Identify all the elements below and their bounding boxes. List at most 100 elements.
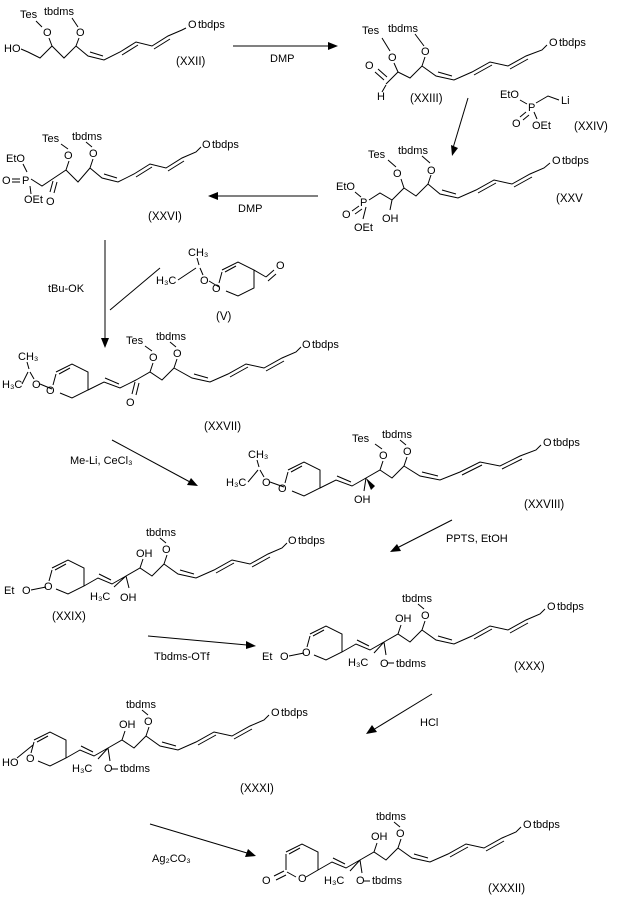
arrow-shaft [147,635,248,646]
label-tbdms: tbdms [146,527,176,539]
label-o-p: O [512,118,521,130]
label-p: P [360,197,367,209]
label-tbdms: tbdms [402,593,432,605]
label-tbdms: tbdms [126,699,156,711]
compound-caption: (XXII) [176,56,206,68]
label-o-ring: O [46,385,55,397]
double-bonds [58,360,285,396]
label-o-tes: O [379,450,388,462]
arrowhead [245,849,256,857]
label-tbdms: tbdms [382,429,412,441]
bonds [30,537,288,595]
label-o-et: O [280,651,289,663]
arrow-step6: Tbdms-OTf [147,635,256,663]
label-tbdps: tbdps [312,339,339,351]
label-tbdps: tbdps [553,437,580,449]
label-p: P [22,175,29,187]
label-o-quaternary: O [380,658,389,670]
label-tes: Tes [42,133,60,145]
label-oh-sec: OH [136,548,153,560]
label-oh: OH [395,613,412,625]
label-li: Li [561,95,570,107]
reagent-label: tBu-OK [48,283,85,295]
label-h3c: H₃C [348,657,368,669]
label-eto: EtO [6,153,25,165]
reagent-label: Ag₂CO₃ [152,853,191,865]
label-h3c: H₃C [90,591,110,603]
arrow-shaft [149,823,248,854]
compound-xxix: Et O O H₃C OH OH tbdms O O tbdps (XXIX) [4,527,325,623]
label-o-aldehyde: O [365,60,374,72]
label-tes: Tes [362,25,380,37]
bonds [519,95,560,120]
label-o-p: O [2,175,11,187]
arrow-step5: PPTS, EtOH [390,519,508,552]
label-o-ketone: O [126,397,135,409]
label-o: O [202,139,211,151]
label-oh: OH [119,719,136,731]
arrow-shaft [396,519,453,549]
arrowhead [390,544,401,552]
compound-caption: (XXIX) [52,611,86,623]
label-tbdps: tbdps [198,19,225,31]
label-ch3: CH₃ [188,247,208,259]
label-o-tbdms: O [427,165,436,177]
bonds [177,257,275,297]
label-o-ring: O [302,647,311,659]
label-o-tes: O [43,27,52,39]
label-tbdps: tbdps [562,155,589,167]
label-h: H [377,91,385,103]
bonds [22,141,202,195]
compound-caption: (XXIII) [410,93,443,105]
label-o-tbdms: O [76,27,85,39]
double-bonds [89,38,171,57]
label-h3c: H₃C [156,275,176,287]
bonds [247,439,542,497]
reagent-label: PPTS, EtOH [446,533,508,545]
label-tbdms: tbdms [376,811,406,823]
bonds [354,155,551,220]
label-o-tes: O [388,52,397,64]
arrow-step2: DMP [208,192,318,215]
label-o: O [552,155,561,167]
label-tes: Tes [368,149,386,161]
label-o-tbdms: O [421,46,430,58]
label-o: O [549,37,558,49]
arrowhead [246,641,256,649]
label-et: Et [4,585,14,597]
label-oh-tert: OH [120,592,137,604]
compound-xxvii: CH₃ H₃C O O O Tes O tbdms O O tbdps (XXV… [2,331,339,433]
label-tes: Tes [126,335,144,347]
label-o-et: O [22,585,31,597]
reagent-label: Tbdms-OTf [154,651,211,663]
label-o-tes: O [149,352,158,364]
compound-xxvi: EtO P O OEt O Tes O tbdms O O tbdps (XXV… [2,131,239,223]
label-o-quaternary: O [104,763,113,775]
label-o-ring: O [26,753,35,765]
double-bonds [36,728,253,753]
compound-caption: (XXV [556,193,583,205]
label-ch3: CH₃ [18,351,38,363]
label-o-tes: O [393,168,402,180]
label-o-ipr: O [32,379,41,391]
label-h3c: H₃C [226,477,246,489]
label-o: O [271,707,280,719]
label-o: O [188,19,197,31]
addition-line [109,267,161,311]
label-o: O [547,601,556,613]
arrowhead [187,478,198,486]
label-o-tbdms: O [144,716,153,728]
label-o: O [288,535,297,547]
label-tbdms: tbdms [72,131,102,143]
label-o-aldehyde: O [276,260,285,272]
label-o-ipr: O [200,275,209,287]
label-tbdms: tbdms [398,145,428,157]
label-tes: Tes [20,9,38,21]
label-o-tbdms: O [89,148,98,160]
compound-xxxii: O O H₃C O tbdms OH tbdms O O tbdps (XXXI… [262,811,560,895]
bonds [21,341,302,399]
label-o-tbdms: O [162,544,171,556]
label-o-lactone: O [262,875,271,887]
compound-xxii: HO Tes O tbdms O O tbdps (XXII) [4,6,225,68]
label-tbdms-quaternary: tbdms [120,763,150,775]
